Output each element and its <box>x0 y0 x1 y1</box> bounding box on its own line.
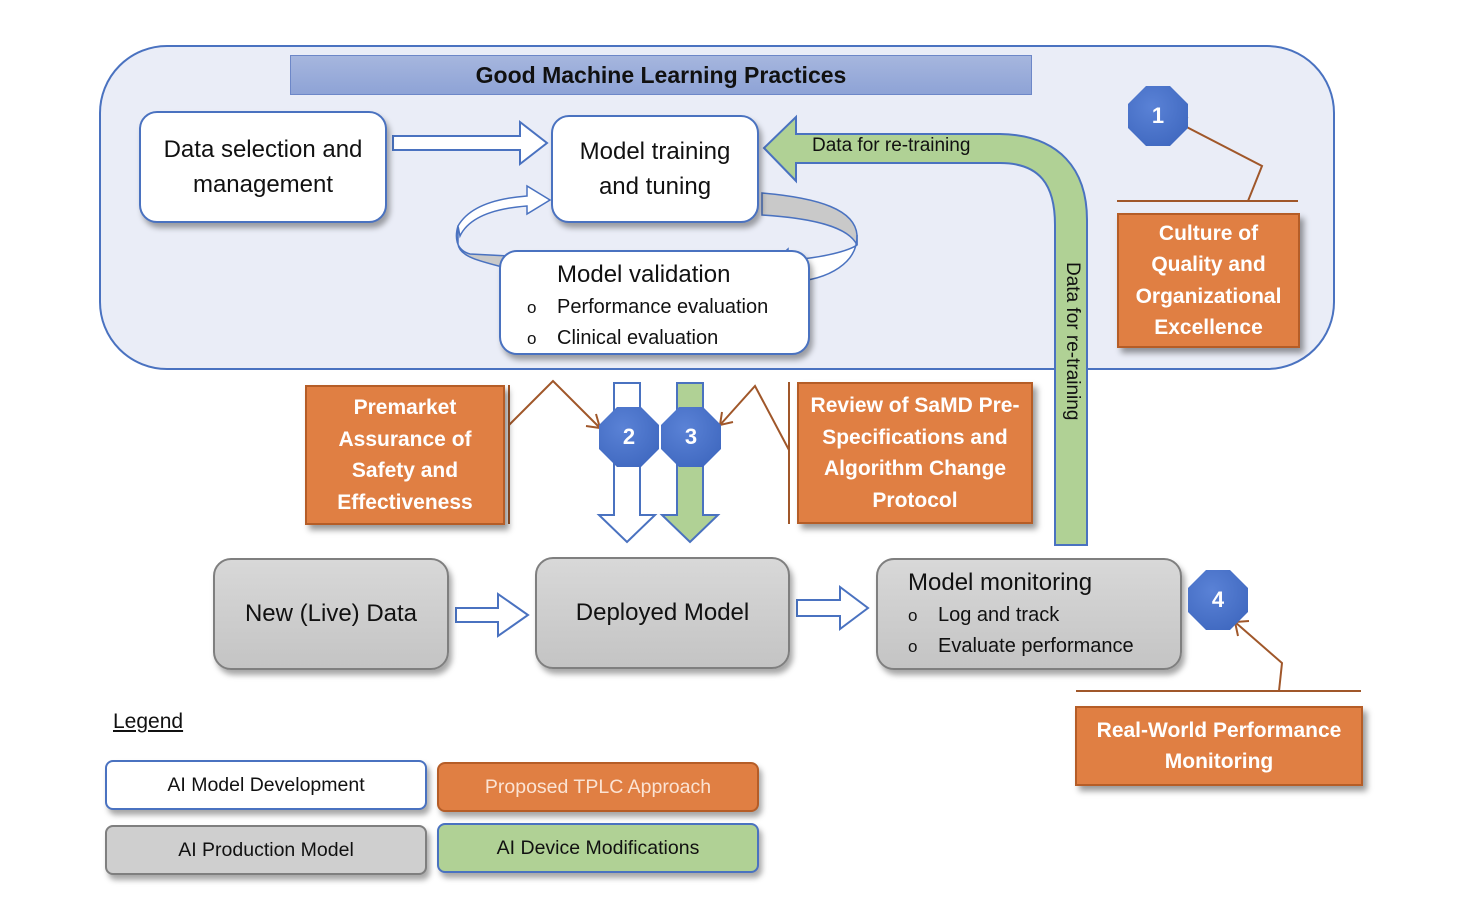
node-model-monitoring-title: Model monitoring <box>908 569 1093 596</box>
connector-premarket-to-badge2 <box>508 379 601 429</box>
connector-realworld-to-badge4 <box>1234 621 1284 692</box>
node-data-selection-line2: management <box>192 171 334 198</box>
monitoring-list: Log and track Evaluate performance <box>908 600 1134 662</box>
tplc-review-box[interactable]: Review of SaMD Pre-Specifications and Al… <box>797 382 1033 524</box>
node-model-training[interactable]: Model training and tuning <box>551 115 759 223</box>
legend-item-label: Proposed TPLC Approach <box>484 775 712 798</box>
legend-item-label: AI Device Modifications <box>496 836 700 859</box>
tplc-premarket-label: Premarket Assurance of Safety and Effect… <box>337 396 473 514</box>
badge-3-octagon-icon[interactable]: 3 <box>661 407 721 467</box>
badge-1-octagon-icon[interactable]: 1 <box>1128 86 1188 146</box>
arrow-live-to-deployed <box>455 592 530 638</box>
node-data-selection[interactable]: Data selection and management <box>139 111 387 223</box>
loop-right-ribbon <box>761 192 858 246</box>
node-deployed-model[interactable]: Deployed Model <box>535 557 790 669</box>
tplc-culture-label: Culture of Quality and Organizational Ex… <box>1135 221 1282 340</box>
tplc-culture-box[interactable]: Culture of Quality and Organizational Ex… <box>1117 213 1300 348</box>
node-model-validation[interactable]: Model validation Performance evaluation … <box>499 250 810 355</box>
gmlp-title: Good Machine Learning Practices <box>290 55 1032 95</box>
arrow-data-to-training <box>392 119 549 167</box>
badge-4-octagon-icon[interactable]: 4 <box>1188 570 1248 630</box>
legend-title: Legend <box>113 710 184 733</box>
legend-item-ai-device-modifications: AI Device Modifications <box>437 823 759 873</box>
node-data-selection-line1: Data selection and <box>163 136 363 163</box>
tplc-premarket-box[interactable]: Premarket Assurance of Safety and Effect… <box>305 385 505 525</box>
legend-item-ai-production-model: AI Production Model <box>105 825 427 875</box>
node-deployed-model-label: Deployed Model <box>575 599 750 626</box>
arrow-deployed-to-monitoring <box>796 585 870 631</box>
badge-4-number: 4 <box>1211 587 1225 612</box>
validation-item: Performance evaluation <box>527 292 768 323</box>
legend-item-ai-model-development: AI Model Development <box>105 760 427 810</box>
legend-item-label: AI Model Development <box>167 773 365 796</box>
node-model-training-line2: and tuning <box>598 173 712 200</box>
badge-2-number: 2 <box>622 424 636 449</box>
monitoring-item: Log and track <box>908 600 1134 631</box>
node-model-validation-title: Model validation <box>557 261 731 288</box>
validation-list: Performance evaluation Clinical evaluati… <box>527 292 768 354</box>
badge-2-octagon-icon[interactable]: 2 <box>599 407 659 467</box>
connector-review-to-badge3 <box>719 384 790 451</box>
badge-3-number: 3 <box>684 424 698 449</box>
node-model-training-line1: Model training <box>579 138 731 165</box>
node-new-live-data[interactable]: New (Live) Data <box>213 558 449 670</box>
node-new-live-data-label: New (Live) Data <box>244 600 418 627</box>
validation-item: Clinical evaluation <box>527 323 768 354</box>
arrow-data-for-retraining <box>762 114 1088 546</box>
tplc-real-world-box[interactable]: Real-World Performance Monitoring <box>1075 706 1363 786</box>
monitoring-item: Evaluate performance <box>908 631 1134 662</box>
legend-item-label: AI Production Model <box>178 838 354 861</box>
badge-1-number: 1 <box>1151 103 1165 128</box>
connector-culture-to-badge1 <box>1174 120 1264 202</box>
tplc-real-world-label: Real-World Performance Monitoring <box>1096 718 1342 774</box>
legend-item-proposed-tplc: Proposed TPLC Approach <box>437 762 759 812</box>
tplc-review-label: Review of SaMD Pre-Specifications and Al… <box>810 394 1020 512</box>
node-model-monitoring[interactable]: Model monitoring Log and track Evaluate … <box>876 558 1182 670</box>
retraining-label-vertical: Data for re-training <box>1062 262 1083 421</box>
retraining-label-horizontal: Data for re-training <box>812 135 971 156</box>
loop-arrow-into-training <box>457 184 552 239</box>
